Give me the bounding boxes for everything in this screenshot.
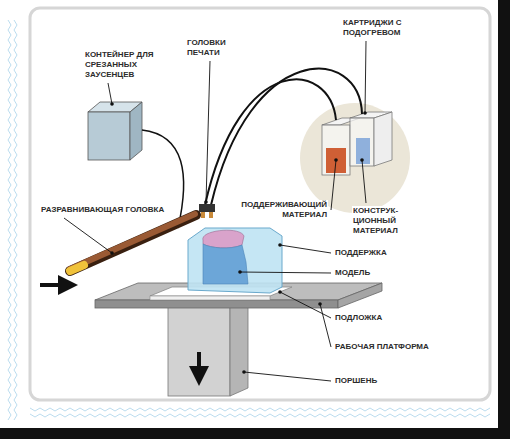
wavy-line <box>8 20 11 420</box>
cartridge-model <box>350 112 392 166</box>
wavy-line <box>30 414 490 417</box>
part-label: РАЗРАВНИВАЮЩАЯ ГОЛОВКА <box>40 205 165 215</box>
leader-dot <box>360 158 364 162</box>
leader-line <box>365 41 366 113</box>
part-label: ГОЛОВКИ ПЕЧАТИ <box>186 38 234 58</box>
leader-line <box>331 160 336 210</box>
edge-band <box>0 428 510 439</box>
roller-tip <box>70 265 84 271</box>
leader-line <box>206 61 210 202</box>
wavy-line <box>14 20 17 420</box>
leader-dot <box>110 102 114 106</box>
leader-dot <box>238 270 242 274</box>
leader-line <box>280 245 331 253</box>
leader-dot <box>278 243 282 247</box>
wavy-line <box>30 408 490 411</box>
part-label: КОНТЕЙНЕР ДЛЯ СРЕЗАННЫХ ЗАУСЕНЦЕВ <box>84 50 160 80</box>
part-label: ПОДДЕРЖКА <box>334 248 388 258</box>
part-label: КАРТРИДЖИ С ПОДОГРЕВОМ <box>342 18 410 38</box>
leader-dot <box>318 302 322 306</box>
feed-tube <box>205 79 336 205</box>
leader-dot <box>363 111 367 115</box>
panel <box>30 8 490 400</box>
part-label: РАБОЧАЯ ПЛАТФОРМА <box>334 342 430 352</box>
leader-dot <box>278 290 282 294</box>
model-top <box>203 230 244 248</box>
part-label: ПОДЛОЖКА <box>334 313 383 323</box>
leader-dot <box>242 370 246 374</box>
motion-arrow <box>40 283 74 287</box>
support-block <box>188 228 282 293</box>
leader-line <box>64 218 112 253</box>
part-label: ПОРШЕНЬ <box>334 376 378 386</box>
part-label: КОНСТРУК- ЦИОННЫЙ МАТЕРИАЛ <box>352 206 412 236</box>
leader-line <box>280 292 331 318</box>
leader-dot <box>334 158 338 162</box>
burr-container <box>88 102 142 160</box>
leader-line <box>320 304 331 347</box>
model <box>203 244 248 284</box>
leader-line <box>108 83 112 104</box>
leveling-roller <box>70 214 195 269</box>
edge-band <box>498 0 510 439</box>
leader-dot <box>204 200 208 204</box>
leader-line <box>362 160 366 203</box>
print-heads <box>199 204 215 218</box>
piston <box>168 298 248 396</box>
feed-tube <box>211 69 362 205</box>
part-label: МОДЕЛЬ <box>334 268 371 278</box>
part-label: ПОДДЕРЖИВАЮЩИЙ МАТЕРИАЛ <box>234 200 328 220</box>
leader-dot <box>110 251 114 255</box>
leveling-roller <box>70 215 196 271</box>
leader-line <box>244 372 331 381</box>
leader-line <box>240 272 331 273</box>
cartridge-halo <box>300 103 410 213</box>
